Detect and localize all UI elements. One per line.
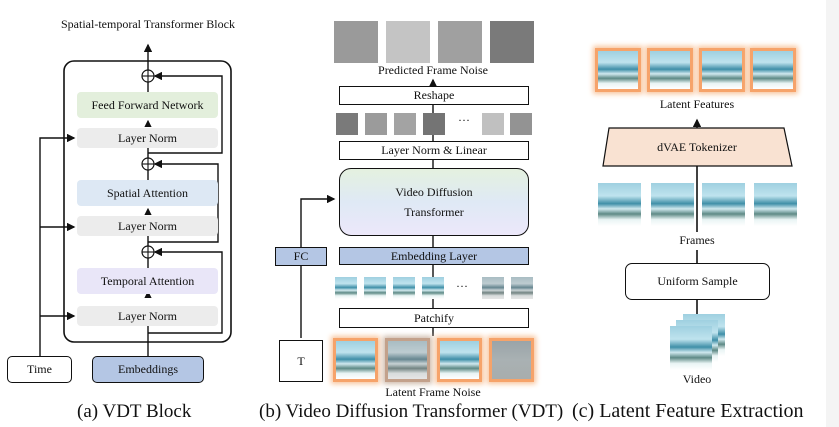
- layer-norm-linear-label: Layer Norm & Linear: [381, 143, 487, 157]
- video-stack-front: [670, 326, 712, 370]
- reshape-block: Reshape: [339, 86, 529, 105]
- output-token-1: [336, 113, 358, 135]
- dvae-tokenizer-label: dVAE Tokenizer: [657, 139, 737, 154]
- video-diffusion-transformer-block: Video Diffusion Transformer: [339, 168, 529, 236]
- predicted-noise-tile-3: [438, 21, 482, 63]
- dvae-tokenizer-block: dVAE Tokenizer: [612, 128, 782, 166]
- layer-norm-top-label: Layer Norm: [118, 130, 177, 145]
- spatial-attention-block: Spatial Attention: [77, 180, 218, 206]
- patchify-label: Patchify: [414, 310, 454, 325]
- latent-feature-4: [750, 48, 796, 92]
- layer-norm-bottom-block: Layer Norm: [77, 306, 218, 326]
- layer-norm-linear-block: Layer Norm & Linear: [339, 141, 529, 160]
- output-token-ellipsis: ···: [458, 113, 470, 127]
- output-token-6: [510, 113, 532, 135]
- page-scrollbar-track: [826, 0, 839, 427]
- frame-1: [598, 183, 641, 226]
- latent-noise-frame-3: [437, 338, 482, 382]
- predicted-noise-tile-4: [490, 21, 534, 63]
- uniform-sample-label: Uniform Sample: [657, 274, 738, 288]
- t-label: T: [297, 353, 305, 368]
- latent-feature-2: [647, 48, 693, 92]
- reshape-label: Reshape: [413, 88, 455, 102]
- predicted-frame-noise-label: Predicted Frame Noise: [378, 63, 488, 77]
- embedding-layer-block: Embedding Layer: [339, 247, 529, 265]
- input-patch-ellipsis: ···: [456, 279, 468, 293]
- caption-c: (c) Latent Feature Extraction: [572, 400, 804, 422]
- layer-norm-mid-label: Layer Norm: [118, 218, 177, 233]
- transformer-label-line2: Transformer: [404, 205, 464, 219]
- video-label: Video: [682, 372, 712, 386]
- temporal-attention-block: Temporal Attention: [77, 268, 218, 294]
- frames-label: Frames: [679, 233, 715, 247]
- latent-noise-frame-4: [489, 338, 534, 382]
- feed-forward-network-block: Feed Forward Network: [77, 92, 218, 118]
- layer-norm-bottom-label: Layer Norm: [118, 308, 177, 323]
- transformer-label-line1: Video Diffusion: [395, 185, 473, 199]
- latent-noise-frame-2: [385, 338, 430, 382]
- latent-feature-3: [699, 48, 745, 92]
- temporal-attention-label: Temporal Attention: [100, 273, 195, 288]
- embeddings-label: Embeddings: [118, 362, 178, 376]
- t-timestep-box: T: [279, 340, 323, 382]
- output-token-4: [423, 113, 445, 135]
- input-patch-2: [364, 277, 386, 299]
- ffn-label: Feed Forward Network: [91, 97, 204, 112]
- frame-4: [754, 183, 797, 226]
- frame-2: [651, 183, 694, 226]
- input-patch-6: [511, 277, 533, 299]
- embedding-layer-label: Embedding Layer: [390, 248, 478, 263]
- uniform-sample-block: Uniform Sample: [625, 263, 770, 300]
- layer-norm-mid-block: Layer Norm: [77, 216, 218, 236]
- vdt-block-title: Spatial-temporal Transformer Block: [61, 17, 235, 31]
- input-patch-5: [482, 277, 504, 299]
- latent-features-label: Latent Features: [659, 97, 735, 111]
- frame-3: [702, 183, 745, 226]
- spatial-attention-label: Spatial Attention: [107, 185, 188, 200]
- latent-feature-1: [595, 48, 641, 92]
- dvae-tokenizer-shape: [602, 127, 793, 167]
- input-patch-3: [393, 277, 415, 299]
- layer-norm-top-block: Layer Norm: [77, 128, 218, 148]
- output-token-5: [482, 113, 504, 135]
- time-input-box: Time: [7, 356, 72, 383]
- input-patch-1: [335, 277, 357, 299]
- output-token-2: [365, 113, 387, 135]
- output-token-3: [394, 113, 416, 135]
- latent-noise-frame-1: [333, 338, 378, 382]
- time-label: Time: [27, 362, 52, 376]
- patchify-block: Patchify: [339, 308, 529, 328]
- fc-block: FC: [275, 247, 327, 266]
- predicted-noise-tile-2: [386, 21, 430, 63]
- latent-frame-noise-label: Latent Frame Noise: [385, 385, 481, 399]
- embeddings-input-box: Embeddings: [92, 356, 204, 383]
- caption-b: (b) Video Diffusion Transformer (VDT): [259, 401, 564, 422]
- input-patch-4: [422, 277, 444, 299]
- fc-label: FC: [293, 249, 309, 263]
- predicted-noise-tile-1: [334, 21, 378, 63]
- caption-a: (a) VDT Block: [77, 401, 192, 422]
